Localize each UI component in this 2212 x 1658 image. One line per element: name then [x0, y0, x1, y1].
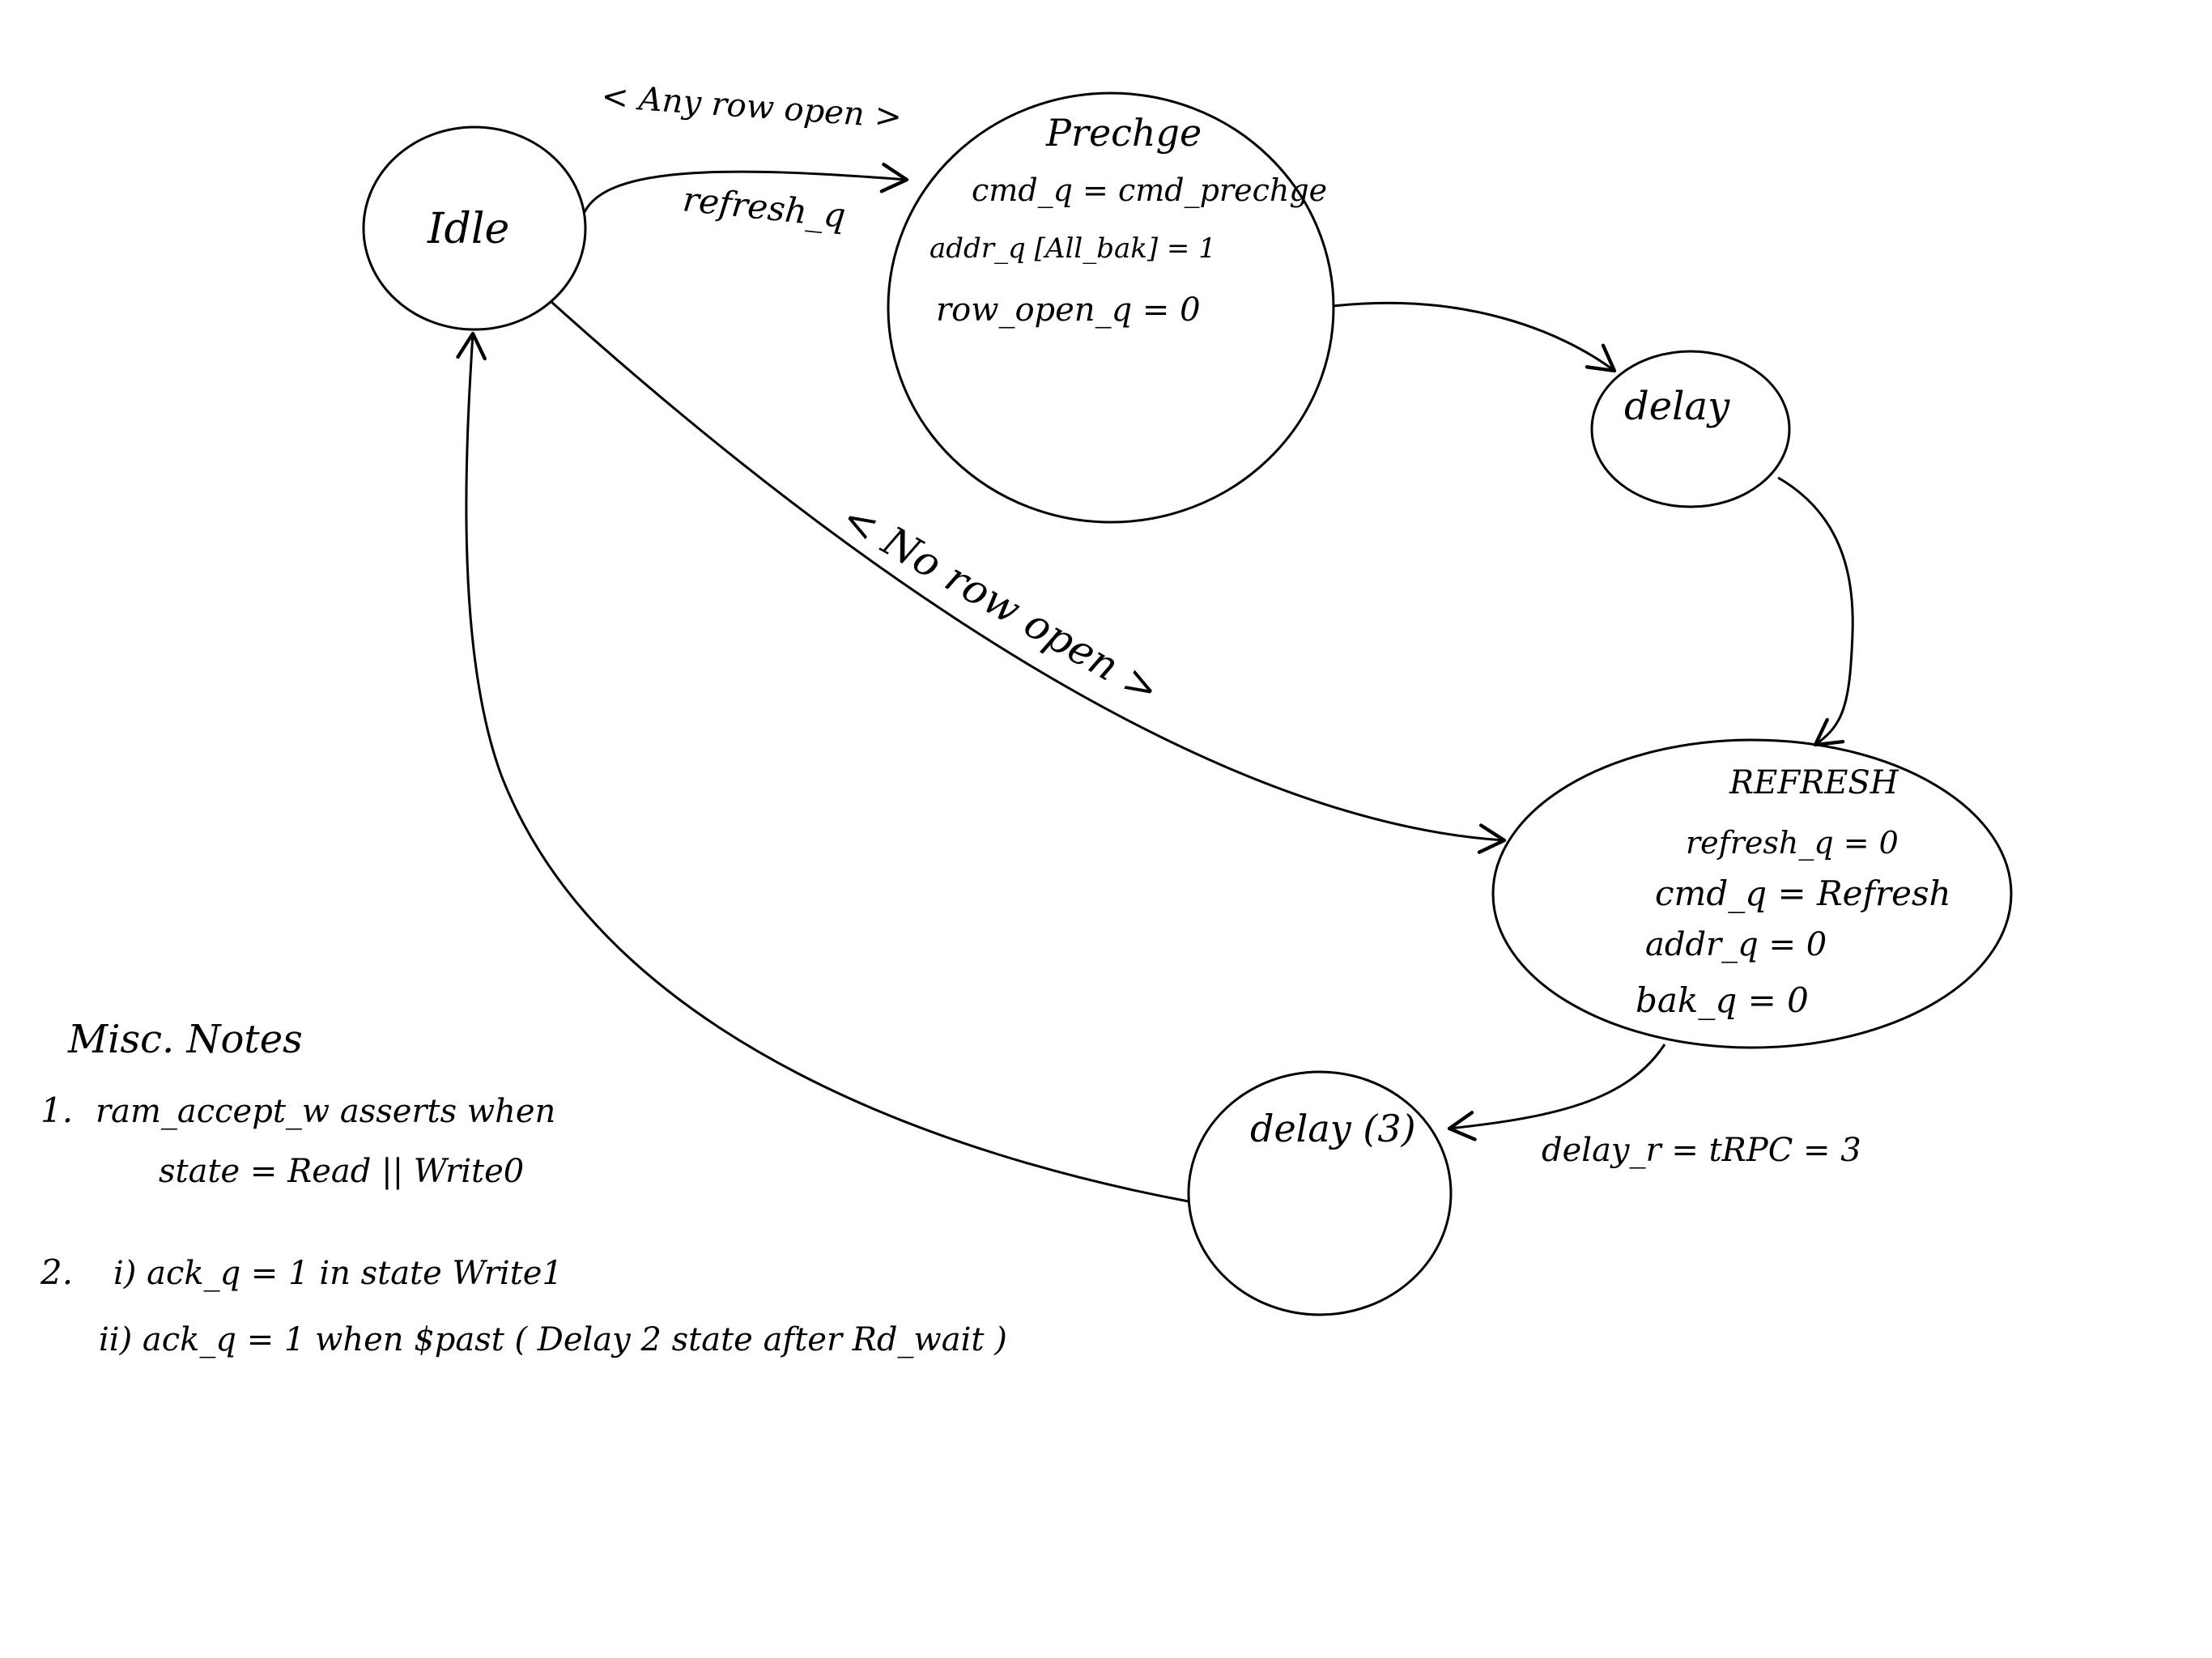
state-delay-3: delay (3)	[1187, 1070, 1453, 1316]
state-precharge-label: Prechge	[1045, 111, 1202, 155]
transition-delay-to-refresh	[1777, 476, 1854, 747]
state-refresh-line-4: bak_q = 0	[1636, 980, 1809, 1020]
state-refresh: REFRESH refresh_q = 0 cmd_q = Refresh ad…	[1491, 738, 2013, 1049]
note-2-number: 2.	[40, 1252, 73, 1292]
state-idle: Idle	[362, 125, 587, 331]
state-idle-label: Idle	[427, 205, 509, 253]
state-delay-3-label: delay (3)	[1250, 1107, 1416, 1150]
transition-idle-to-refresh: < No row open >	[549, 300, 1507, 854]
transition-idle-to-precharge: < Any row open > refresh_q	[583, 78, 909, 236]
transition-refresh-to-delay-3: delay_r = tRPC = 3	[1447, 1044, 1861, 1169]
state-refresh-line-3: addr_q = 0	[1645, 926, 1827, 963]
state-delay-label: delay	[1624, 384, 1730, 429]
state-precharge-line-3: row_open_q = 0	[936, 291, 1201, 329]
state-precharge-line-2: addr_q [All_bak] = 1	[929, 232, 1216, 265]
misc-notes: Misc. Notes 1. ram_accept_w asserts when…	[40, 1017, 1007, 1358]
note-2-line-2: ii) ack_q = 1 when $past ( Delay 2 state…	[99, 1321, 1007, 1358]
transition-idle-to-precharge-label: refresh_q	[681, 179, 848, 236]
notes-title: Misc. Notes	[67, 1017, 303, 1062]
transition-refresh-to-delay-3-label: delay_r = tRPC = 3	[1542, 1132, 1861, 1169]
note-1-line-1: ram_accept_w asserts when	[96, 1093, 555, 1130]
transition-precharge-to-delay	[1332, 301, 1617, 373]
transition-idle-to-refresh-guard: < No row open >	[834, 494, 1168, 713]
transition-delay-3-to-idle	[456, 331, 1189, 1203]
state-precharge: Prechge cmd_q = cmd_prechge addr_q [All_…	[887, 91, 1335, 524]
note-1-line-2: state = Read || Write0	[159, 1153, 524, 1190]
note-2-line-1: i) ack_q = 1 in state Write1	[113, 1255, 563, 1292]
state-refresh-line-1: refresh_q = 0	[1686, 825, 1899, 861]
state-refresh-label: REFRESH	[1729, 764, 1899, 801]
state-delay: delay	[1590, 350, 1791, 508]
note-1-number: 1.	[40, 1090, 73, 1130]
state-precharge-line-1: cmd_q = cmd_prechge	[972, 172, 1327, 209]
transition-idle-to-precharge-guard: < Any row open >	[600, 78, 903, 136]
state-refresh-line-2: cmd_q = Refresh	[1655, 874, 1951, 913]
